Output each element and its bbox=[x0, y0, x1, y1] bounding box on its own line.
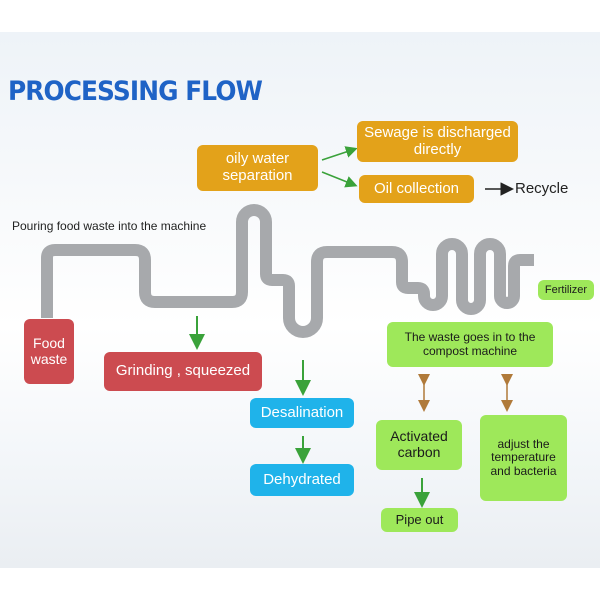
dehydrated-box: Dehydrated bbox=[250, 464, 354, 496]
recycle-label: Recycle bbox=[515, 180, 569, 197]
compost-machine-box: The waste goes in to the compost machine bbox=[387, 322, 553, 367]
pipe-out-box: Pipe out bbox=[381, 508, 458, 532]
grinding-box: Grinding , squeezed bbox=[104, 352, 262, 391]
arrow-to-sewage bbox=[321, 146, 358, 161]
fertilizer-box: Fertilizer bbox=[538, 280, 594, 300]
adjust-temperature-box: adjust the temperature and bacteria bbox=[480, 415, 567, 501]
sewage-box: Sewage is discharged directly bbox=[357, 121, 518, 162]
oil-collection-box: Oil collection bbox=[359, 175, 474, 203]
arrow-to-oil-collection bbox=[321, 171, 358, 188]
activated-carbon-box: Activated carbon bbox=[376, 420, 462, 470]
oily-water-separation-box: oily water separation bbox=[197, 145, 318, 191]
page-title: PROCESSING FLOW bbox=[8, 76, 263, 107]
pouring-label: Pouring food waste into the machine bbox=[12, 219, 207, 233]
desalination-box: Desalination bbox=[250, 398, 354, 428]
waste-pipe bbox=[41, 204, 534, 338]
food-waste-box: Food waste bbox=[24, 319, 74, 384]
